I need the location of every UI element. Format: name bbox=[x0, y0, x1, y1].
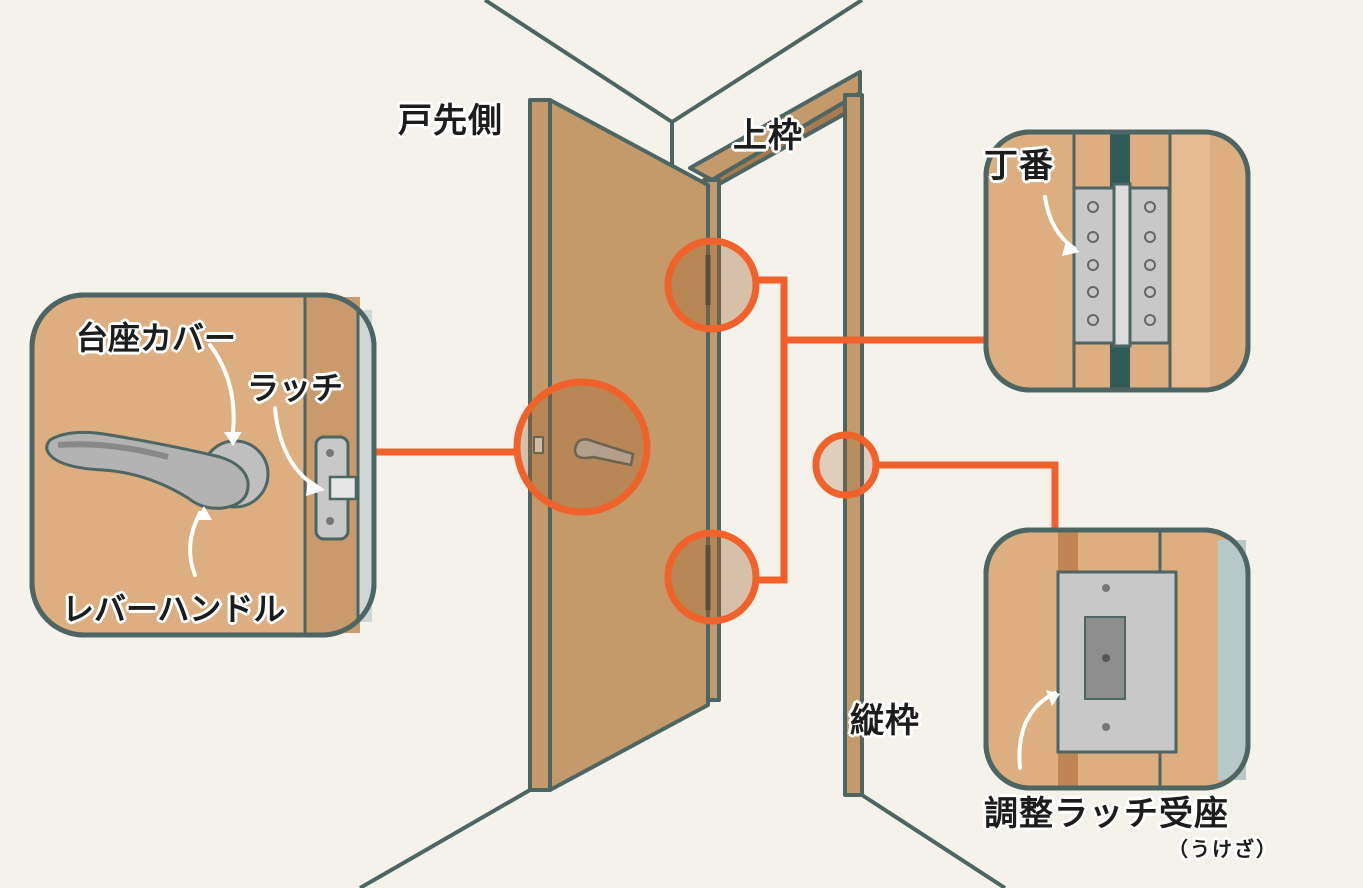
label-strike: 調整ラッチ受座 bbox=[984, 794, 1229, 834]
hinge-callout-top bbox=[664, 237, 760, 333]
hinge-detail-panel bbox=[983, 129, 1251, 393]
hinge-callout-bottom bbox=[664, 529, 760, 625]
label-latch: ラッチ bbox=[247, 369, 344, 407]
label-top-frame: 上枠 bbox=[733, 116, 803, 156]
label-base-cover: 台座カバー bbox=[76, 319, 237, 357]
strike-detail-panel bbox=[983, 527, 1251, 791]
label-hinge: 丁番 bbox=[984, 146, 1054, 186]
strike-callout-circle bbox=[812, 431, 880, 499]
handle-detail-panel bbox=[29, 292, 377, 638]
label-lever-handle: レバーハンドル bbox=[62, 590, 286, 628]
arrow-heads bbox=[196, 241, 1080, 706]
room-lines bbox=[359, 0, 1007, 888]
lever-handle bbox=[45, 430, 250, 510]
handle-callout-circle bbox=[513, 378, 651, 516]
label-door-edge: 戸先側 bbox=[398, 101, 503, 141]
callout-lines bbox=[376, 237, 1059, 625]
label-side-frame: 縦枠 bbox=[850, 701, 920, 741]
label-strike-reading: （うけざ） bbox=[1168, 837, 1278, 861]
